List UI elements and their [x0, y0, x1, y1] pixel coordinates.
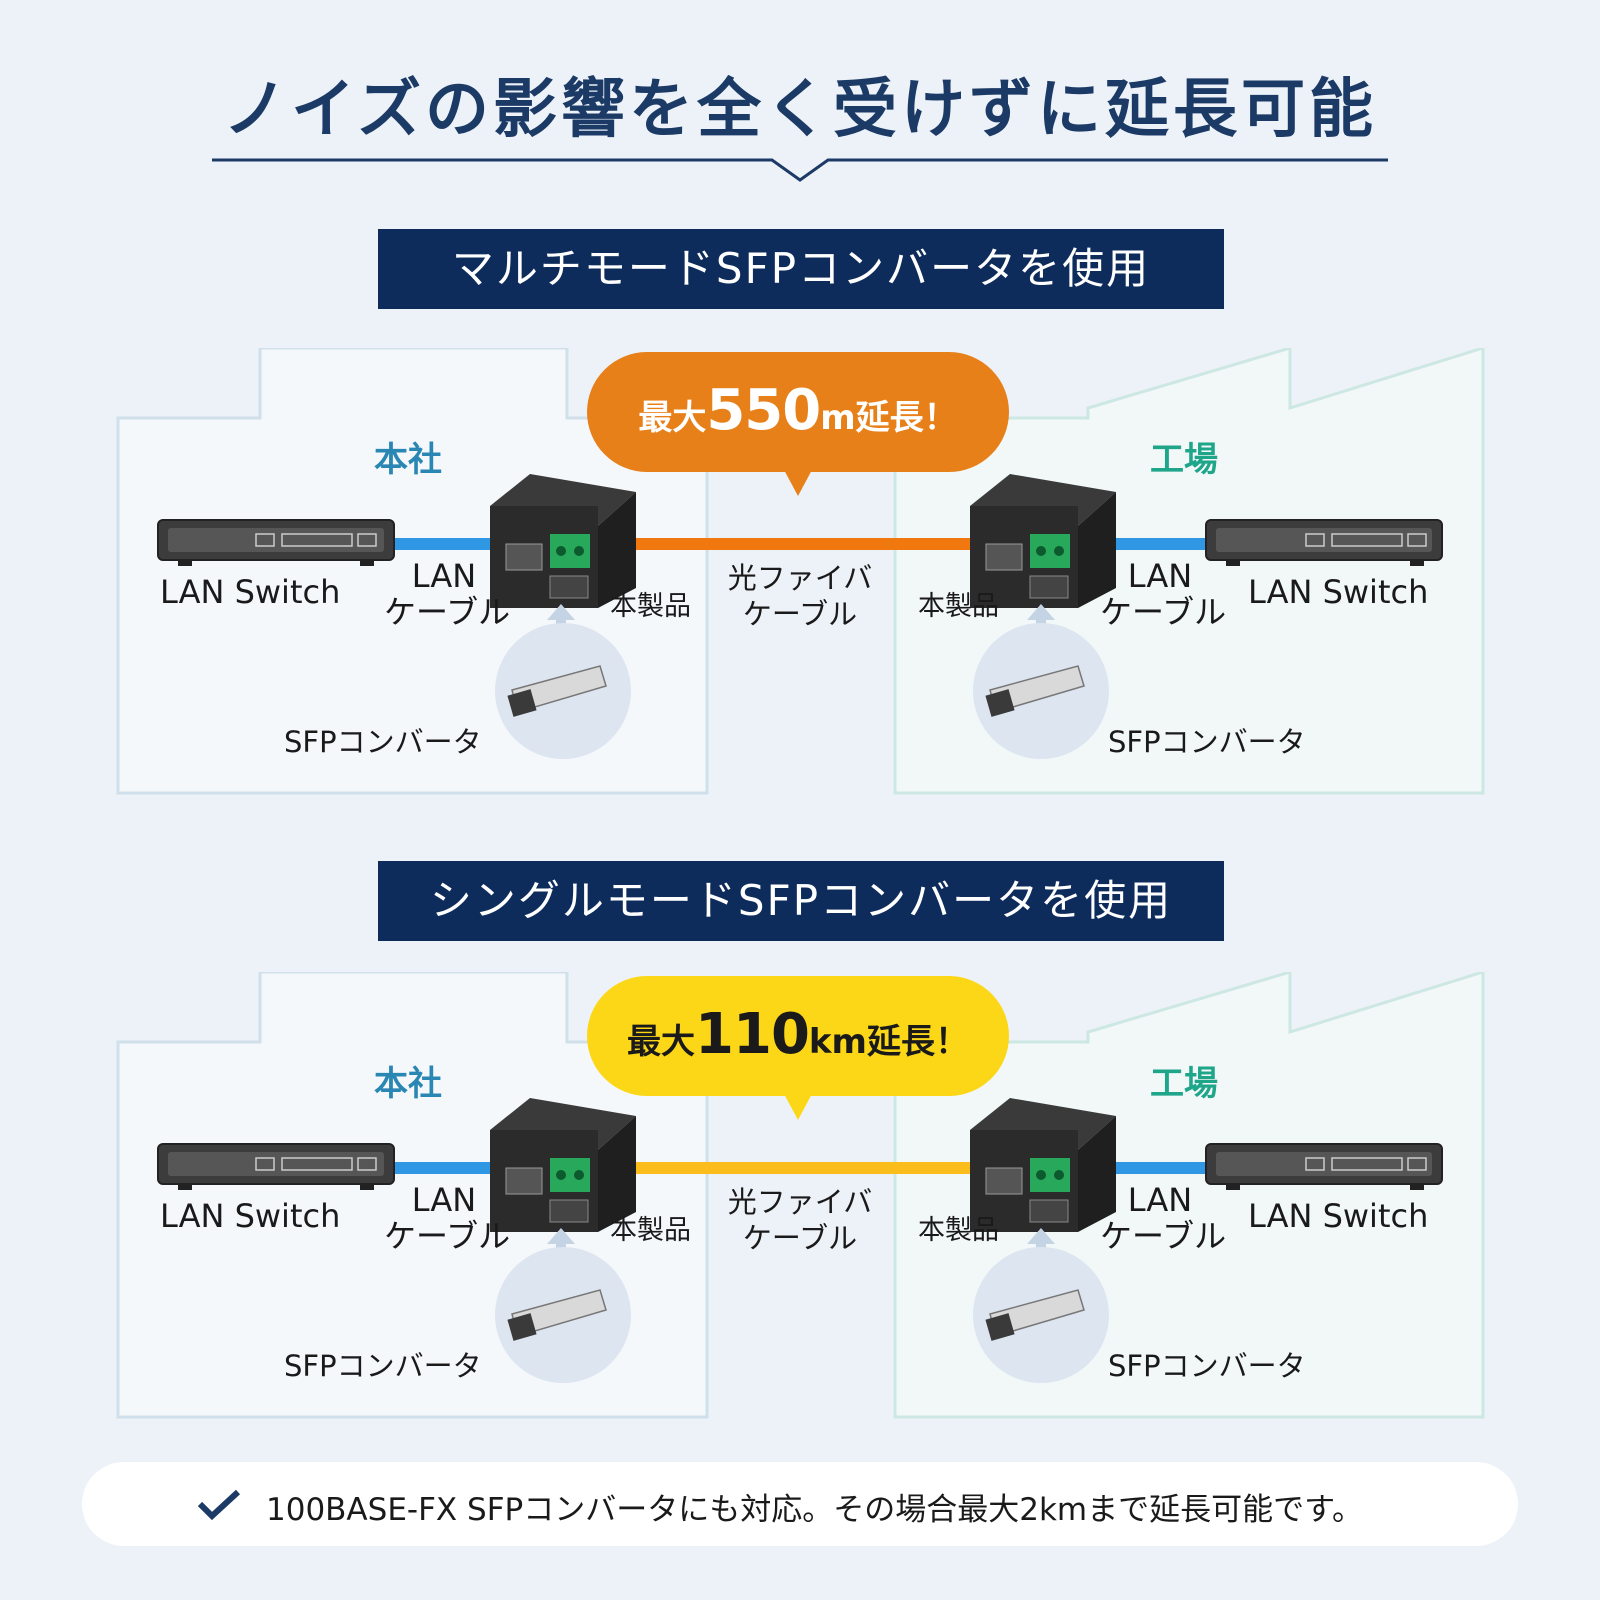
lan-switch-right-label: LAN Switch [1248, 573, 1429, 611]
sfp-left-label: SFPコンバータ [284, 725, 482, 759]
lan-cable-left-label: LAN ケーブル [384, 557, 511, 631]
lan-cable-right-label: LAN ケーブル [1100, 1181, 1227, 1255]
lan-cable-left-label: LAN ケーブル [384, 1181, 511, 1255]
sfp-module-right-image [973, 623, 1109, 759]
lan-cable-right-line2: ケーブル [1100, 1217, 1227, 1255]
lan-switch-right-device [1205, 519, 1443, 566]
lan-cable-right-line1: LAN [1127, 557, 1193, 595]
lan-cable-right-label: LAN ケーブル [1100, 557, 1227, 631]
lan-switch-right-device [1205, 1143, 1443, 1190]
insert-arrow-left-icon [547, 1228, 575, 1260]
sfp-module-left-image [495, 623, 631, 759]
sfp-module-left-image [495, 1247, 631, 1383]
distance-callout: 最大550m延長！ [587, 378, 1009, 443]
compatibility-note-box [82, 1462, 1518, 1546]
distance-speech-bubble [587, 352, 1009, 496]
max-distance-unit: km [808, 1022, 867, 1062]
diagram-backdrop [116, 972, 1485, 1419]
bubble-prefix: 最大 [638, 398, 707, 438]
lan-cable-left-line2: ケーブル [384, 1217, 511, 1255]
sfp-right-label: SFPコンバータ [1108, 725, 1306, 759]
diagram-backdrop [116, 348, 1485, 795]
page-title: ノイズの影響を全く受けずに延長可能 [222, 73, 1378, 147]
media-converter-right-device [970, 1098, 1116, 1232]
check-icon [197, 1489, 241, 1521]
media-converter-right-device [970, 474, 1116, 608]
compatibility-note-text: 100BASE-FX SFPコンバータにも対応。その場合最大2kmまで延長可能で… [266, 1492, 1363, 1528]
max-distance-value: 110 [695, 1002, 810, 1067]
media-converter-left-device [490, 474, 636, 608]
sfp-right-label: SFPコンバータ [1108, 1349, 1306, 1383]
sfp-left-label: SFPコンバータ [284, 1349, 482, 1383]
lan-switch-left-device [157, 1143, 395, 1190]
insert-arrow-right-icon [1027, 604, 1055, 636]
head-office-label: 本社 [374, 1064, 442, 1104]
insert-arrow-left-icon [547, 604, 575, 636]
lan-switch-left-label: LAN Switch [160, 1197, 341, 1235]
bubble-prefix: 最大 [627, 1022, 696, 1062]
factory-label: 工場 [1150, 440, 1218, 480]
network-diagram-singlemode: 最大110km延長！ 本社 工場 LAN Switch LAN Switch L… [0, 972, 1600, 1432]
fiber-cable-line2: ケーブル [742, 1221, 858, 1255]
factory-label: 工場 [1150, 1064, 1218, 1104]
max-distance-unit: m [820, 398, 856, 438]
distance-callout: 最大110km延長！ [587, 1002, 1009, 1067]
product-left-label: 本製品 [610, 591, 691, 622]
section-banner-singlemode: シングルモードSFPコンバータを使用 [378, 861, 1224, 941]
product-right-label: 本製品 [918, 1215, 999, 1246]
fiber-cable-label: 光ファイバ ケーブル [714, 560, 886, 632]
product-left-label: 本製品 [610, 1215, 691, 1246]
network-diagram-multimode: 最大550m延長！ 本社 工場 LAN Switch LAN Switch LA… [0, 348, 1600, 808]
lan-switch-left-label: LAN Switch [160, 573, 341, 611]
bubble-suffix: 延長！ [855, 398, 958, 438]
title-divider [212, 158, 1388, 182]
lan-cable-left-line1: LAN [411, 1181, 477, 1219]
lan-cable-left-line1: LAN [411, 557, 477, 595]
head-office-label: 本社 [374, 440, 442, 480]
section-banner-multimode: マルチモードSFPコンバータを使用 [378, 229, 1224, 309]
fiber-cable-line2: ケーブル [742, 597, 858, 631]
media-converter-left-device [490, 1098, 636, 1232]
lan-cable-right-line2: ケーブル [1100, 593, 1227, 631]
fiber-cable-line1: 光ファイバ [727, 561, 873, 595]
sfp-module-right-image [973, 1247, 1109, 1383]
lan-switch-left-device [157, 519, 395, 566]
bubble-suffix: 延長！ [866, 1022, 969, 1062]
insert-arrow-right-icon [1027, 1228, 1055, 1260]
lan-cable-left-line2: ケーブル [384, 593, 511, 631]
lan-cable-right-line1: LAN [1127, 1181, 1193, 1219]
product-right-label: 本製品 [918, 591, 999, 622]
fiber-cable-line1: 光ファイバ [727, 1185, 873, 1219]
max-distance-value: 550 [706, 378, 821, 443]
distance-speech-bubble [587, 976, 1009, 1120]
fiber-cable-label: 光ファイバ ケーブル [714, 1184, 886, 1256]
lan-switch-right-label: LAN Switch [1248, 1197, 1429, 1235]
